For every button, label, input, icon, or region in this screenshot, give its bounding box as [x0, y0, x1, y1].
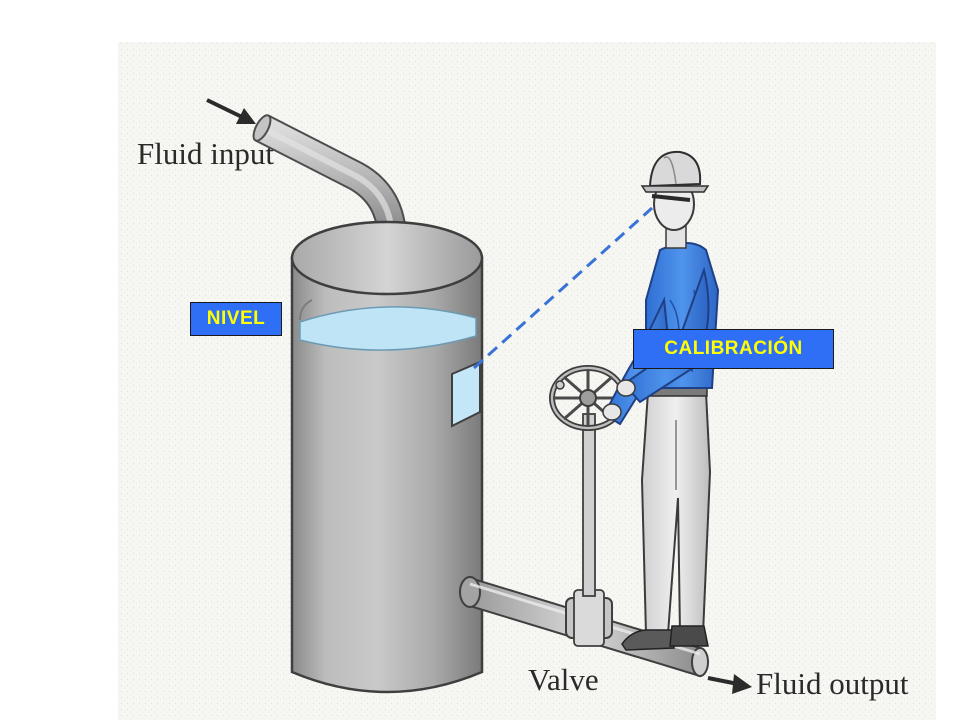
fluid-output-arrow-icon [707, 674, 752, 694]
level-callout: NIVEL [190, 302, 282, 336]
valve [565, 413, 613, 647]
sight-line [472, 206, 654, 370]
fluid-output-label: Fluid output [756, 666, 909, 701]
water-surface [299, 306, 477, 351]
fluid-input-arrow-icon [206, 98, 256, 124]
fluid-input-label: Fluid input [137, 136, 274, 171]
storage-tank [290, 220, 484, 694]
calibration-callout: CALIBRACIÓN [633, 329, 834, 369]
valve-label: Valve [528, 662, 599, 697]
sight-glass [451, 360, 481, 428]
